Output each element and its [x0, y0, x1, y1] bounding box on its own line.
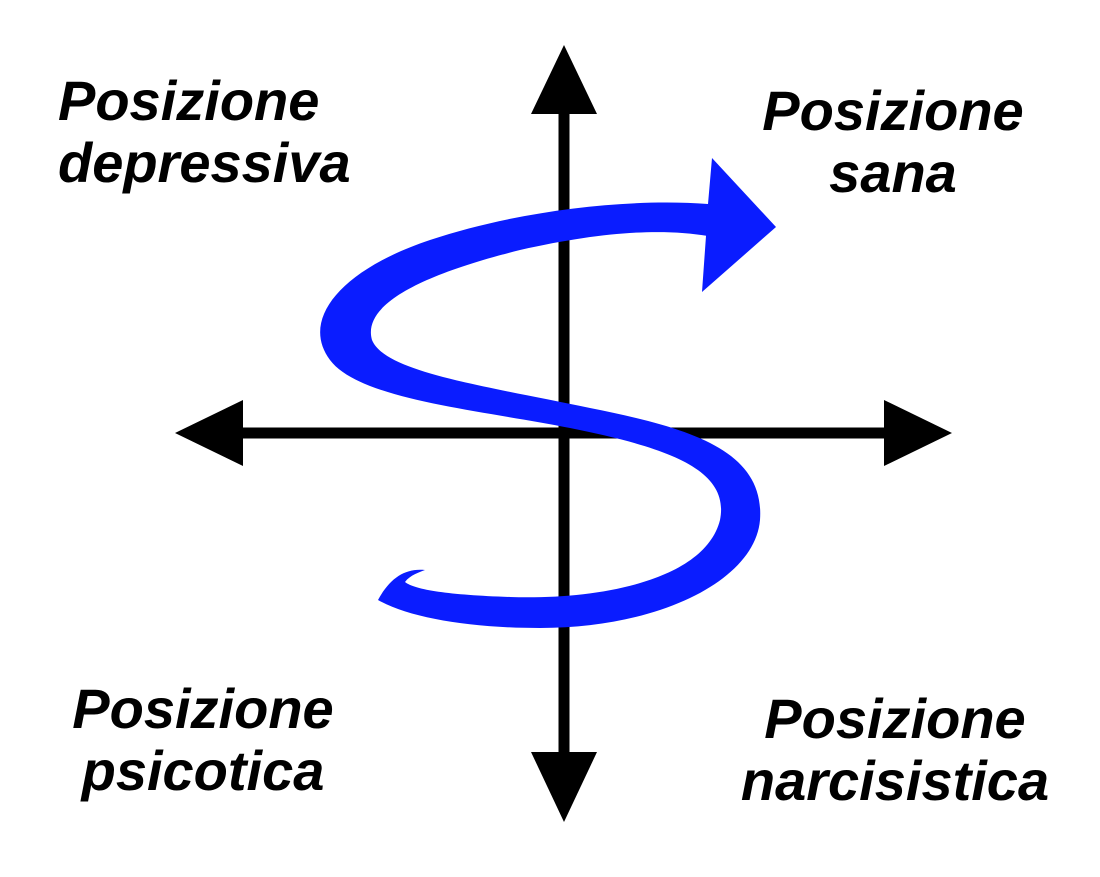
- label-bottom-left: Posizione psicotica: [58, 678, 348, 802]
- label-bottom-left-line1: Posizione: [72, 677, 334, 740]
- label-top-right: Posizione sana: [748, 80, 1038, 204]
- s-curve-body: [320, 202, 761, 628]
- label-bottom-right-line2: narcisistica: [740, 749, 1050, 812]
- left-arrow-icon: [175, 400, 243, 466]
- label-top-left-line1: Posizione: [58, 69, 320, 132]
- label-top-right-line1: Posizione: [762, 79, 1024, 142]
- label-bottom-right: Posizione narcisistica: [730, 688, 1060, 812]
- label-bottom-left-line2: psicotica: [81, 739, 325, 802]
- label-top-left-line2: depressiva: [58, 131, 351, 194]
- label-top-right-line2: sana: [829, 141, 957, 204]
- up-arrow-icon: [531, 45, 597, 114]
- label-bottom-right-line1: Posizione: [764, 687, 1026, 750]
- s-curve-arrow: [320, 158, 776, 628]
- s-curve-arrowhead-icon: [702, 158, 776, 292]
- down-arrow-icon: [531, 752, 597, 822]
- label-top-left: Posizione depressiva: [58, 70, 351, 194]
- right-arrow-icon: [884, 400, 952, 466]
